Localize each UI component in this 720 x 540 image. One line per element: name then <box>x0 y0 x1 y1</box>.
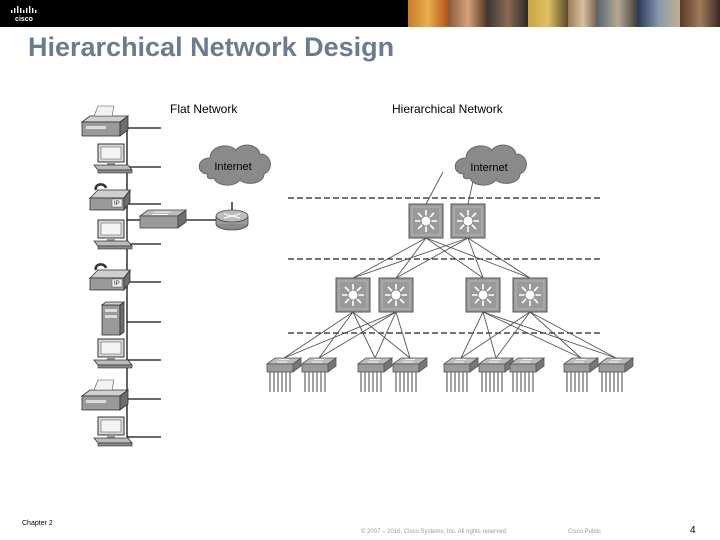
internet-label: Internet <box>214 161 251 173</box>
photo-1 <box>408 0 448 27</box>
photo-5 <box>568 0 598 27</box>
photo-7 <box>638 0 680 27</box>
access-switch-icon <box>443 357 479 393</box>
footer-copyright: © 2007 – 2016, Cisco Systems, Inc. All r… <box>361 529 508 535</box>
phone-ip-tag: IP <box>114 201 120 207</box>
distribution-switch-icon <box>335 277 371 313</box>
hierarchical-network-label: Hierarchical Network <box>392 102 504 116</box>
internet-label: Internet <box>470 162 507 174</box>
distribution-switch-icon <box>465 277 501 313</box>
photo-8 <box>680 0 720 27</box>
pc-icon <box>93 338 133 369</box>
flat-network-label: Flat Network <box>170 102 238 116</box>
cisco-logo-text: cisco <box>15 16 33 23</box>
layer-separators <box>288 197 602 334</box>
access-switch-icon <box>509 357 545 393</box>
access-switch-icon <box>478 357 514 393</box>
photo-2 <box>448 0 488 27</box>
access-switch-icon <box>357 357 393 393</box>
server-icon <box>101 301 125 336</box>
photo-strip <box>408 0 720 27</box>
photo-4 <box>528 0 568 27</box>
pc-icon <box>93 416 133 447</box>
phone-ip-tag: IP <box>114 281 120 287</box>
printer-icon <box>81 379 129 411</box>
access-switch-icon <box>266 357 302 393</box>
access-switch-icon <box>563 357 599 393</box>
router-icon <box>215 209 249 231</box>
hierarchical-links <box>283 171 617 359</box>
footer-chapter: Chapter 2 <box>22 520 53 527</box>
distribution-switch-icon <box>512 277 548 313</box>
ip-phone-icon <box>88 263 132 292</box>
pc-icon <box>93 219 133 250</box>
printer-icon <box>81 105 129 137</box>
core-switch-icon <box>408 203 444 239</box>
access-switch-icon <box>301 357 337 393</box>
page-number: 4 <box>690 525 696 536</box>
core-switch-icon <box>450 203 486 239</box>
access-switch-icon <box>392 357 428 393</box>
footer-classification: Cisco Public <box>568 529 602 535</box>
network-diagram: Flat Network IP IP <box>81 102 634 447</box>
slide-title: Hierarchical Network Design <box>28 32 395 62</box>
access-switch-icon <box>598 357 634 393</box>
photo-6 <box>598 0 638 27</box>
top-banner: cisco <box>0 0 720 27</box>
flat-switch-icon <box>138 209 188 229</box>
distribution-switch-icon <box>378 277 414 313</box>
pc-icon <box>93 143 133 174</box>
cisco-logo: cisco <box>11 6 37 23</box>
photo-3 <box>488 0 528 27</box>
ip-phone-icon <box>88 183 132 212</box>
